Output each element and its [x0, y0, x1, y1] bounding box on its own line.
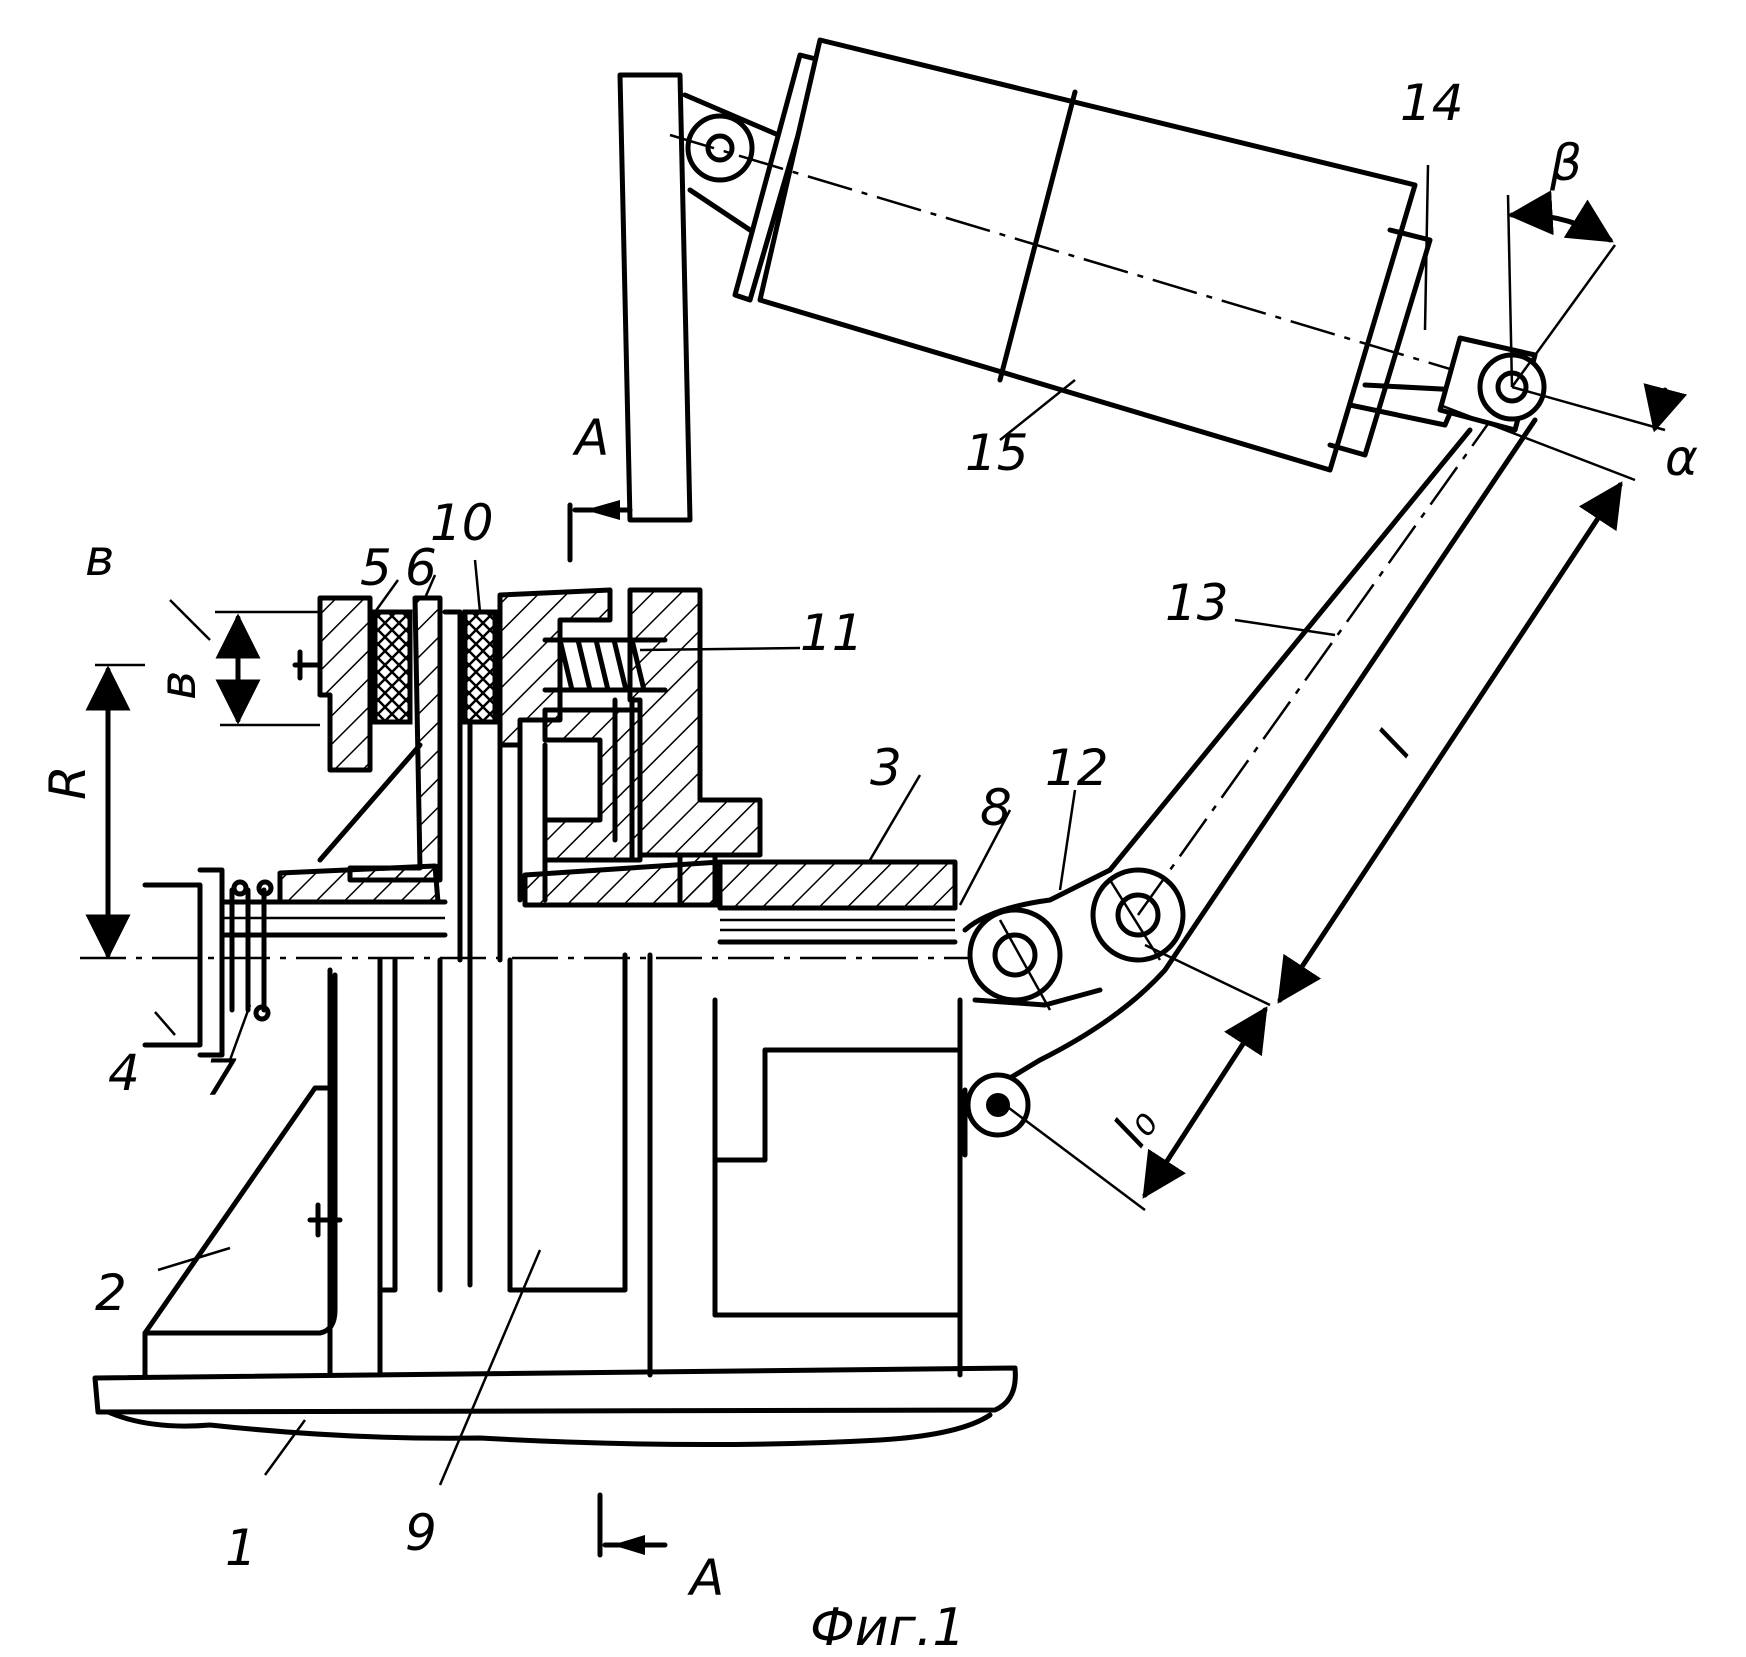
label-15: 15	[965, 424, 1029, 482]
label-9: 9	[405, 1504, 437, 1562]
label-7: 7	[205, 1049, 237, 1107]
label-12: 12	[1045, 739, 1109, 797]
base-plate	[95, 1368, 1015, 1445]
section-a-top: A	[572, 409, 609, 467]
section-a-bottom: A	[687, 1549, 724, 1607]
label-10: 10	[430, 494, 494, 552]
angle-beta-label: β	[1549, 134, 1582, 192]
label-14: 14	[1400, 74, 1464, 132]
label-11: 11	[800, 604, 864, 662]
label-5: 5	[360, 539, 392, 597]
figure-caption: Фиг.1	[810, 1598, 966, 1657]
housing	[380, 955, 960, 1375]
angle-alpha-label: α	[1665, 429, 1698, 487]
label-3: 3	[870, 739, 902, 797]
label-8: 8	[980, 779, 1012, 837]
dim-b-side-label: в	[149, 671, 207, 700]
dim-b-top-label: в	[85, 529, 114, 587]
dim-l-label: l	[1367, 722, 1423, 767]
label-13: 13	[1165, 574, 1229, 632]
label-4: 4	[108, 1044, 140, 1102]
dim-r-label: R	[39, 765, 97, 800]
dim-l0-label: l₀	[1102, 1096, 1169, 1157]
label-1: 1	[225, 1519, 257, 1577]
label-2: 2	[95, 1264, 127, 1322]
